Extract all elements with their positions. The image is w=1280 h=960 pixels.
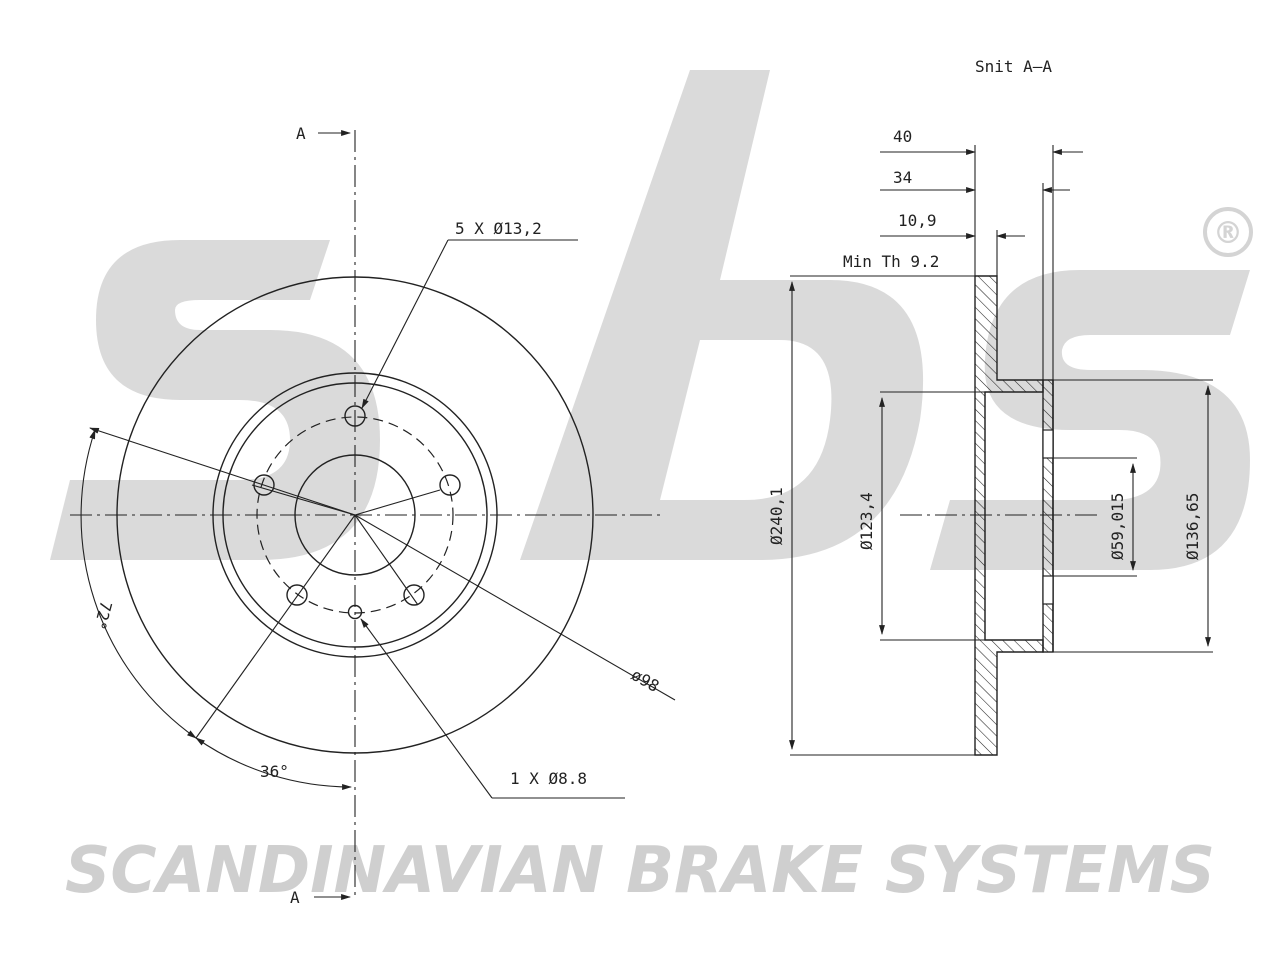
dia-bore-label: Ø59,015: [1108, 493, 1127, 560]
front-view: A A 5 X Ø13,2 1 X Ø8.8 ø98: [70, 124, 676, 907]
angle-36-label: 36°: [260, 762, 289, 781]
angle-ref-line: [195, 514, 356, 739]
pcd-leader-right: [354, 514, 676, 701]
registered-mark-text: ®: [1213, 216, 1243, 251]
section-view: Snit A–A 40 34 10,9 Min Th 9.2: [767, 57, 1213, 756]
dia-flange-label: Ø136,65: [1183, 493, 1202, 560]
section-mark-top: A: [296, 124, 306, 143]
angle-ref-line: [251, 484, 356, 516]
center-bore: [294, 454, 416, 576]
min-thickness-label: Min Th 9.2: [843, 252, 939, 271]
dia-hat-label: Ø123,4: [857, 492, 876, 550]
pin-hole: [347, 604, 363, 620]
company-name-watermark: SCANDINAVIAN BRAKE SYSTEMS: [65, 834, 1215, 908]
pitch-circle: [256, 416, 454, 614]
bolt-hole: [286, 584, 308, 606]
angle-72-label: 72°: [90, 599, 116, 632]
dim-40-label: 40: [893, 127, 912, 146]
dim-thickness-label: 10,9: [898, 211, 937, 230]
angle-36-arc: [195, 737, 352, 790]
bolt-hole: [403, 584, 425, 606]
bolt-hole-leader: [361, 239, 449, 409]
pin-hole-leader: [360, 618, 493, 799]
bolt-hole-section: [1042, 429, 1054, 459]
bolt-hole: [344, 405, 366, 427]
bolt-hole-section: [1042, 575, 1054, 605]
angle-ref-line: [354, 489, 441, 516]
section-title: Snit A–A: [975, 57, 1052, 76]
hat-outer-edge: [212, 372, 498, 658]
sbs-watermark-logo: [50, 70, 1250, 570]
section-mark-bottom: A: [290, 888, 300, 907]
bolt-hole: [439, 474, 461, 496]
pcd-label: ø98: [628, 665, 663, 696]
pin-hole-label: 1 X Ø8.8: [510, 769, 587, 788]
angle-72-arc: [80, 429, 197, 739]
bolt-holes-label: 5 X Ø13,2: [455, 219, 542, 238]
hat-inner-edge: [222, 382, 488, 648]
dim-34-label: 34: [893, 168, 912, 187]
registered-mark: ®: [1203, 207, 1253, 257]
bolt-hole: [253, 474, 275, 496]
hat-wall-section: [1042, 379, 1054, 653]
dia-outer-label: Ø240,1: [767, 487, 786, 545]
angle-ref-line: [354, 514, 419, 606]
